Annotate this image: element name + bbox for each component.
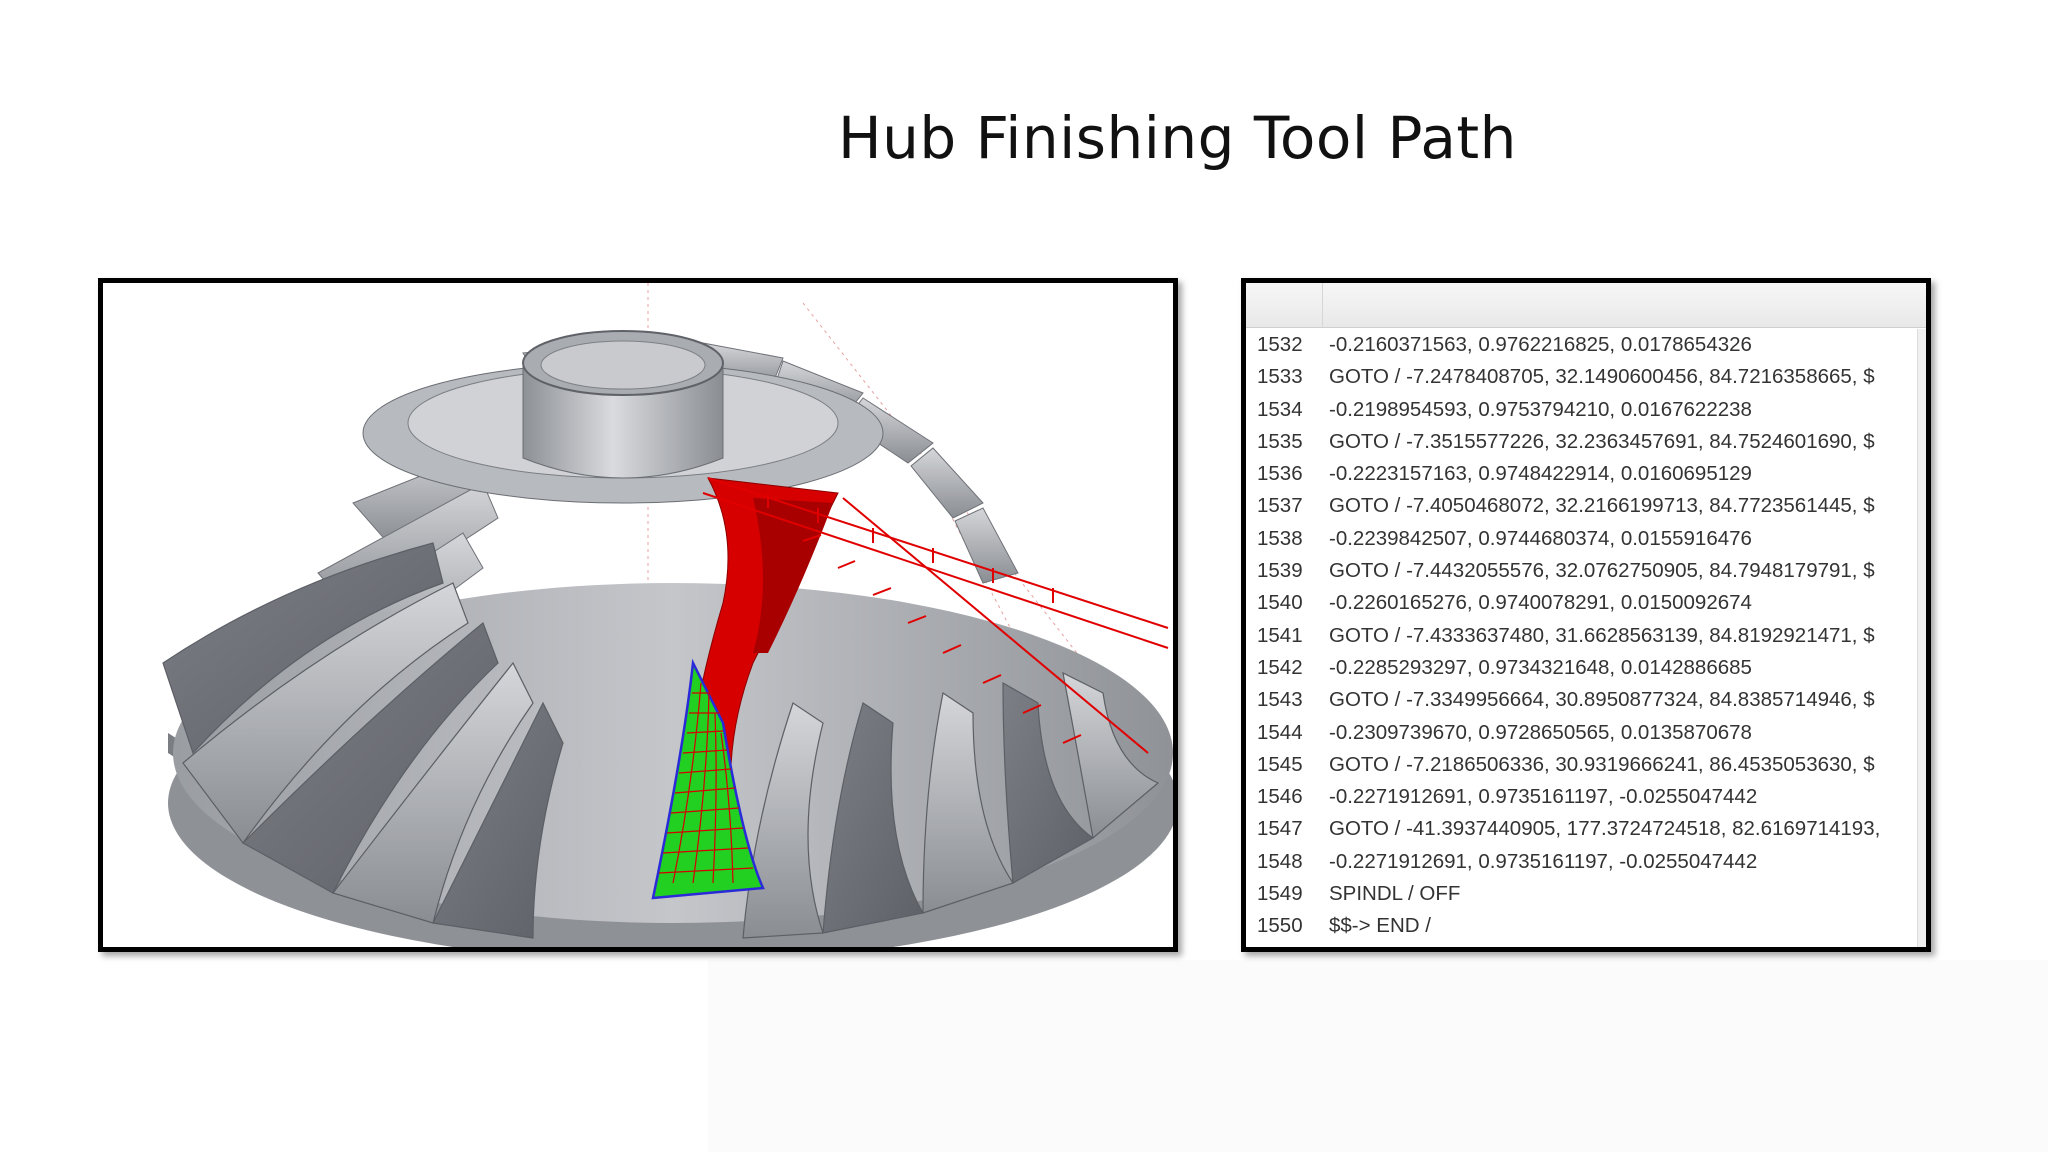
line-number: 1539 [1257,559,1303,583]
code-line[interactable]: 1533 GOTO / -7.2478408705, 32.1490600456,… [1246,361,1908,393]
code-line[interactable]: 1550 $$-> END / [1246,910,1908,942]
code-line[interactable]: 1545 GOTO / -7.2186506336, 30.9319666241,… [1246,749,1908,781]
code-line[interactable]: 1532 -0.2160371563, 0.9762216825, 0.01786… [1246,329,1908,361]
code-line[interactable]: 1537 GOTO / -7.4050468072, 32.2166199713,… [1246,490,1908,522]
code-lines: 1532 -0.2160371563, 0.9762216825, 0.01786… [1246,329,1908,943]
impeller-front-blades [162,542,1160,939]
code-line[interactable]: 1535 GOTO / -7.3515577226, 32.2363457691,… [1246,426,1908,458]
tool-axis-vectors [702,477,1169,754]
line-number: 1549 [1257,882,1303,906]
line-number: 1532 [1257,333,1303,356]
line-text: SPINDL / OFF [1329,882,1461,906]
line-number: 1537 [1257,494,1303,518]
line-number: 1542 [1257,655,1303,679]
vertical-scrollbar[interactable] [1917,329,1926,947]
line-text: GOTO / -7.2478408705, 32.1490600456, 84.… [1329,365,1875,389]
line-text: -0.2160371563, 0.9762216825, 0.017865432… [1329,333,1752,356]
line-number: 1536 [1257,462,1303,486]
line-text: $$-> END / [1329,914,1431,938]
code-line[interactable]: 1540 -0.2260165276, 0.9740078291, 0.01500… [1246,587,1908,619]
line-number: 1544 [1257,720,1303,744]
code-line[interactable]: 1549 SPINDL / OFF [1246,878,1908,910]
code-line[interactable]: 1548 -0.2271912691, 0.9735161197, -0.0255… [1246,846,1908,878]
background-shade [708,960,2048,1152]
code-listing-header [1246,283,1926,328]
column-separator [1322,283,1323,327]
line-text: -0.2223157163, 0.9748422914, 0.016069512… [1329,462,1752,486]
line-text: -0.2198954593, 0.9753794210, 0.016762223… [1329,397,1752,421]
line-number: 1550 [1257,914,1303,938]
line-number: 1533 [1257,365,1303,389]
line-number: 1538 [1257,526,1303,550]
line-text: -0.2271912691, 0.9735161197, -0.02550474… [1329,849,1758,873]
code-line[interactable]: 1547 GOTO / -41.3937440905, 177.372472451… [1246,813,1908,845]
cad-viewport[interactable] [98,278,1178,952]
tool-path-mesh [651,658,765,900]
line-text: GOTO / -7.3349956664, 30.8950877324, 84.… [1329,688,1875,712]
code-line[interactable]: 1543 GOTO / -7.3349956664, 30.8950877324,… [1246,684,1908,716]
line-text: -0.2309739670, 0.9728650565, 0.013587067… [1329,720,1752,744]
line-number: 1541 [1257,623,1303,647]
line-text: GOTO / -7.4333637480, 31.6628563139, 84.… [1329,623,1875,647]
line-text: GOTO / -7.4432055576, 32.0762750905, 84.… [1329,559,1875,583]
line-text: -0.2285293297, 0.9734321648, 0.014288668… [1329,655,1752,679]
code-line[interactable]: 1546 -0.2271912691, 0.9735161197, -0.0255… [1246,781,1908,813]
line-number: 1543 [1257,688,1303,712]
line-number: 1535 [1257,429,1303,453]
line-text: -0.2271912691, 0.9735161197, -0.02550474… [1329,785,1758,809]
code-line[interactable]: 1534 -0.2198954593, 0.9753794210, 0.01676… [1246,394,1908,426]
code-line[interactable]: 1541 GOTO / -7.4333637480, 31.6628563139,… [1246,620,1908,652]
code-listing-panel[interactable]: 1532 -0.2160371563, 0.9762216825, 0.01786… [1241,278,1931,952]
line-number: 1548 [1257,849,1303,873]
impeller-hub [362,330,884,504]
impeller-model-icon [162,283,1173,947]
line-text: -0.2239842507, 0.9744680374, 0.015591647… [1329,526,1752,550]
code-line[interactable]: 1544 -0.2309739670, 0.9728650565, 0.01358… [1246,717,1908,749]
code-line[interactable]: 1538 -0.2239842507, 0.9744680374, 0.01559… [1246,523,1908,555]
line-number: 1534 [1257,397,1303,421]
line-text: -0.2260165276, 0.9740078291, 0.015009267… [1329,591,1752,615]
line-text: GOTO / -7.4050468072, 32.2166199713, 84.… [1329,494,1875,518]
line-number: 1545 [1257,752,1303,776]
line-number: 1540 [1257,591,1303,615]
line-text: GOTO / -7.3515577226, 32.2363457691, 84.… [1329,429,1875,453]
code-line[interactable]: 1536 -0.2223157163, 0.9748422914, 0.01606… [1246,458,1908,490]
line-number: 1546 [1257,785,1303,809]
code-line[interactable]: 1539 GOTO / -7.4432055576, 32.0762750905,… [1246,555,1908,587]
line-number: 1547 [1257,817,1303,841]
line-text: GOTO / -7.2186506336, 30.9319666241, 86.… [1329,752,1875,776]
slide-title: Hub Finishing Tool Path [838,104,1517,172]
line-text: GOTO / -41.3937440905, 177.3724724518, 8… [1329,817,1881,841]
code-line[interactable]: 1542 -0.2285293297, 0.9734321648, 0.01428… [1246,652,1908,684]
